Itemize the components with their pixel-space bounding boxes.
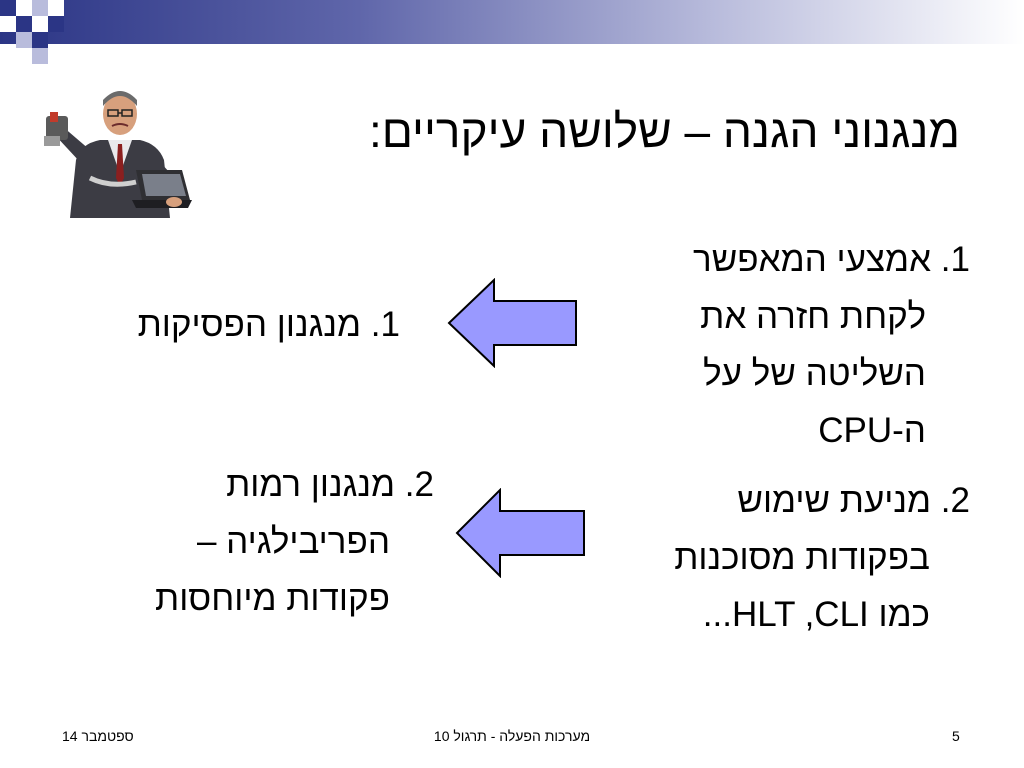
right-item-1: 1. אמצעי המאפשר לקחת חזרה את השליטה של ע… [600,231,970,459]
left-arrow-icon [447,278,577,368]
right-item-2: 2. מניעת שימוש בפקודות מסוכנות כמו HLT ,… [600,472,970,643]
footer-date: ספטמבר 14 [62,728,134,744]
text-line: הפריבילגיה – [196,522,390,561]
decor-square [48,0,64,16]
left-arrow-icon [455,488,585,578]
decor-square [0,16,16,32]
left-item-2: 2. מנגנון רמות הפריבילגיה – פקודות מיוחס… [80,456,434,627]
text-line: פקודות מיוחסות [155,579,390,618]
decor-square [16,32,32,48]
header-gradient-band [0,0,1024,44]
decor-square [32,16,48,32]
decor-square [16,0,32,16]
text-line: בפקודות מסוכנות [674,538,930,577]
decor-square [32,48,48,64]
slide-title: מנגנוני הגנה – שלושה עיקריים: [368,105,960,157]
text-line: 1. אמצעי המאפשר [693,240,970,279]
text-line: השליטה של על [703,354,926,393]
decor-square [32,0,48,16]
text-line: ה-CPU [818,411,926,450]
text-line: לקחת חזרה את [700,297,926,336]
decor-square [48,16,64,32]
footer-course: מערכות הפעלה - תרגול 10 [433,728,591,744]
stressed-man-illustration [40,78,200,218]
text-line: 1. מנגנון הפסיקות [137,305,400,344]
left-item-1: 1. מנגנון הפסיקות [60,296,400,353]
text-line: כמו HLT ,CLI... [702,595,930,634]
text-line: 2. מנגנון רמות [226,465,434,504]
decor-square [32,32,48,48]
decor-square [0,0,16,16]
text-line: 2. מניעת שימוש [737,481,970,520]
page-number: 5 [952,728,960,744]
decor-square [16,16,32,32]
